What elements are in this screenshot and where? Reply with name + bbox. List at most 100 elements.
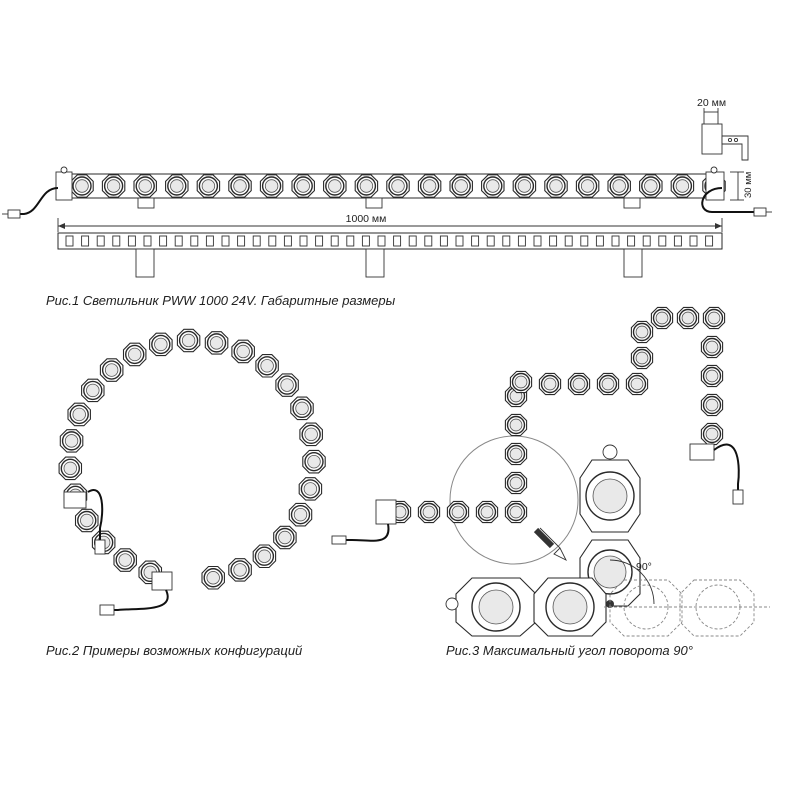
circle-led-7-lens-inner <box>64 434 79 448</box>
rail-segment-16 <box>299 235 308 247</box>
mount-clip-1 <box>137 197 155 209</box>
circle-led-25-lens-inner <box>233 563 247 577</box>
rail-segment-27 <box>471 235 480 247</box>
rail-segment-35 <box>595 235 604 247</box>
detail-led-corner-inner <box>593 555 627 589</box>
figure-1-caption: Рис.1 Светильник PWW 1000 24V. Габаритны… <box>46 293 396 308</box>
circle-led-14-lens-inner <box>209 336 224 350</box>
strip-led-10-lens-inner <box>359 179 374 193</box>
rail-segment-26 <box>455 235 464 247</box>
rail-segment-31 <box>533 235 542 247</box>
zigzag-led-19-lens-inner <box>707 311 721 325</box>
zigzag-led-4-lens-inner <box>480 505 494 519</box>
zigzag-led-22-lens-inner <box>705 398 719 412</box>
zigzag-led-14-lens-inner <box>630 377 644 391</box>
end-cap-left-screw <box>60 166 68 174</box>
strip-led-12-lens-inner <box>422 179 437 193</box>
circle-end-cap-2 <box>151 571 173 591</box>
figure-1-side-view: 1000 мм <box>57 213 723 278</box>
ghost-led-1 <box>623 584 669 630</box>
circle-led-17-lens-inner <box>280 378 294 392</box>
rail-segment-42 <box>705 235 714 247</box>
rail-segment-33 <box>564 235 573 247</box>
circle-led-22-lens-inner <box>293 507 308 522</box>
circle-led-12-lens-inner <box>154 337 168 352</box>
zigzag-end-cap-2 <box>689 443 715 461</box>
strip-led-row <box>70 174 726 198</box>
detail-left-hinge <box>445 597 459 611</box>
strip-led-8-lens-inner <box>296 179 310 193</box>
ghost-segment-2 <box>679 579 755 637</box>
rail-segment-32 <box>549 235 558 247</box>
circle-cable-2 <box>114 589 169 611</box>
rail-segment-40 <box>673 235 682 247</box>
zigzag-led-7-lens-inner <box>509 447 523 461</box>
rail-segment-18 <box>330 235 339 247</box>
detail-pivot <box>606 600 614 608</box>
strip-led-20-lens-inner <box>675 179 690 193</box>
height-dimension-label: 30 мм <box>743 172 754 198</box>
detail-arrow <box>539 527 568 562</box>
side-mount-3 <box>623 248 643 278</box>
zigzag-led-17-lens-inner <box>655 311 669 325</box>
strip-led-5-lens-inner <box>201 179 216 193</box>
rail-segment-23 <box>408 235 417 247</box>
circle-led-20-lens-inner <box>307 454 321 469</box>
rail-segment-25 <box>439 235 448 247</box>
side-rail <box>57 232 723 250</box>
zigzag-led-13-lens-inner <box>601 377 615 391</box>
rail-segment-22 <box>393 235 402 247</box>
figure-3-zigzag-configuration <box>331 306 744 565</box>
side-mount-2 <box>365 248 385 278</box>
circle-led-15-lens-inner <box>236 344 250 359</box>
strip-led-6-lens-inner <box>233 179 247 193</box>
strip-led-3-lens-inner <box>138 179 152 193</box>
circle-led-19-lens-inner <box>304 427 318 442</box>
rail-segment-6 <box>143 235 152 247</box>
side-mount-1 <box>135 248 155 278</box>
rail-segment-7 <box>159 235 168 247</box>
side-view-body <box>701 123 723 155</box>
rail-segment-15 <box>283 235 292 247</box>
zigzag-end-cap-1 <box>375 499 397 525</box>
rail-segment-2 <box>81 235 90 247</box>
rail-segment-13 <box>252 235 261 247</box>
figure-2-circle-configuration <box>58 328 326 616</box>
zigzag-led-6-lens-inner <box>509 476 523 490</box>
strip-led-2-lens-inner <box>106 179 121 193</box>
strip-led-17-lens-inner <box>580 179 595 193</box>
side-view-hole-1 <box>727 137 733 143</box>
ghost-segment-1 <box>609 579 683 637</box>
rail-segment-38 <box>642 235 651 247</box>
circle-led-6-lens-inner <box>63 461 77 476</box>
zigzag-led-chain <box>388 306 726 524</box>
zigzag-led-2-lens-inner <box>422 505 436 519</box>
rail-segment-41 <box>689 235 698 247</box>
zigzag-led-10-lens-inner <box>514 375 528 389</box>
circle-led-11-lens-inner <box>128 347 142 362</box>
side-view-bracket <box>721 135 749 161</box>
strip-led-16-lens-inner <box>549 179 563 193</box>
strip-led-15-lens-inner <box>517 179 532 193</box>
circle-end-cap-1 <box>63 491 87 509</box>
rail-segment-10 <box>205 235 214 247</box>
zigzag-connector-1 <box>331 535 347 545</box>
circle-connector-2 <box>99 604 115 616</box>
zigzag-led-3-lens-inner <box>451 505 465 519</box>
mount-clip-3 <box>623 197 641 209</box>
rail-segment-37 <box>627 235 636 247</box>
circle-connector-1 <box>94 539 106 555</box>
rail-segment-11 <box>221 235 230 247</box>
cable-right <box>701 187 756 213</box>
strip-led-13-lens-inner <box>454 179 468 193</box>
side-rail-segments <box>65 235 714 247</box>
end-cap-left <box>55 171 73 201</box>
end-cap-right-screw <box>710 166 718 174</box>
side-view-hole-2 <box>733 137 739 143</box>
zigzag-led-18-lens-inner <box>681 311 695 325</box>
rail-segment-17 <box>315 235 324 247</box>
circle-led-26-lens-inner <box>206 571 220 585</box>
rail-segment-14 <box>268 235 277 247</box>
rail-segment-29 <box>502 235 511 247</box>
